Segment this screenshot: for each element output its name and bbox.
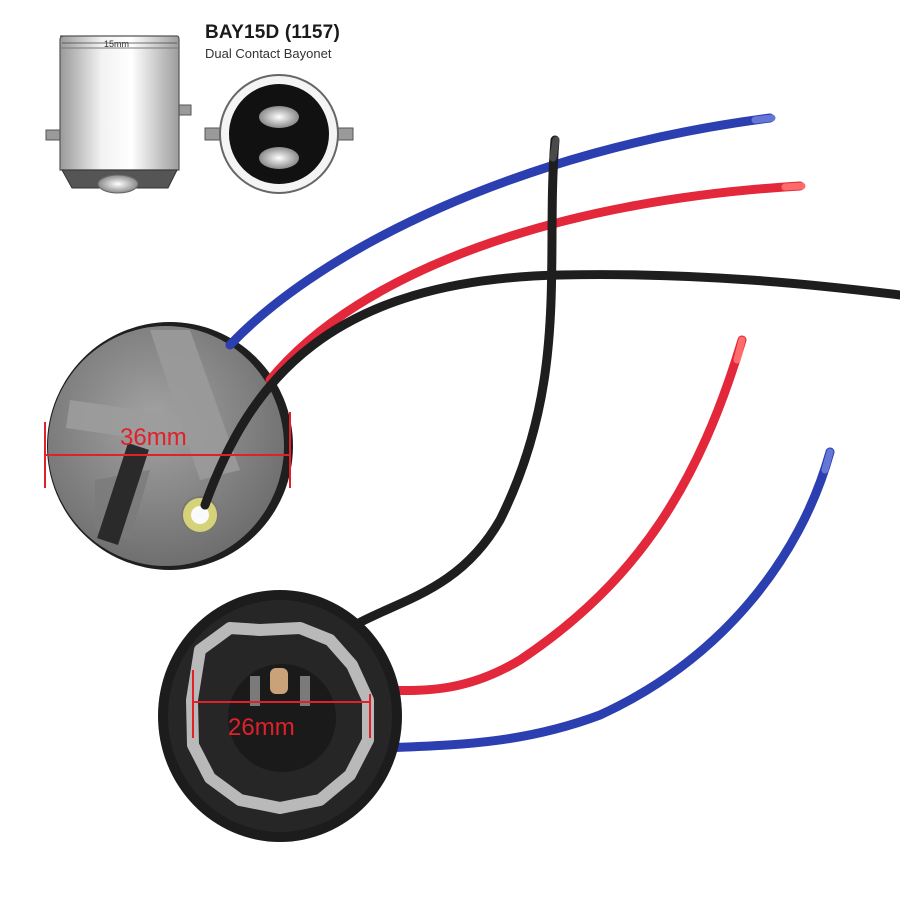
lower-socket — [158, 590, 402, 842]
lower-black-wire — [350, 135, 560, 630]
inner-diameter-label: 26mm — [228, 714, 295, 741]
lower-red-wire — [375, 335, 747, 696]
upper-socket-wires — [200, 113, 900, 510]
upper-blue-wire — [225, 113, 775, 350]
bulb-side-diagram — [45, 35, 192, 194]
upper-black-wire — [200, 270, 900, 510]
product-title: BAY15D (1157) — [205, 22, 340, 43]
upper-red-wire — [265, 181, 805, 385]
product-subtitle: Dual Contact Bayonet — [205, 46, 332, 61]
lower-blue-wire — [380, 447, 835, 753]
bulb-end-diagram — [204, 74, 354, 194]
outer-diameter-label: 36mm — [120, 424, 187, 451]
bulb-width-label: 15mm — [104, 39, 130, 49]
lower-socket-wires — [350, 135, 835, 753]
upper-socket — [47, 322, 293, 570]
dimension-lines — [44, 412, 371, 738]
